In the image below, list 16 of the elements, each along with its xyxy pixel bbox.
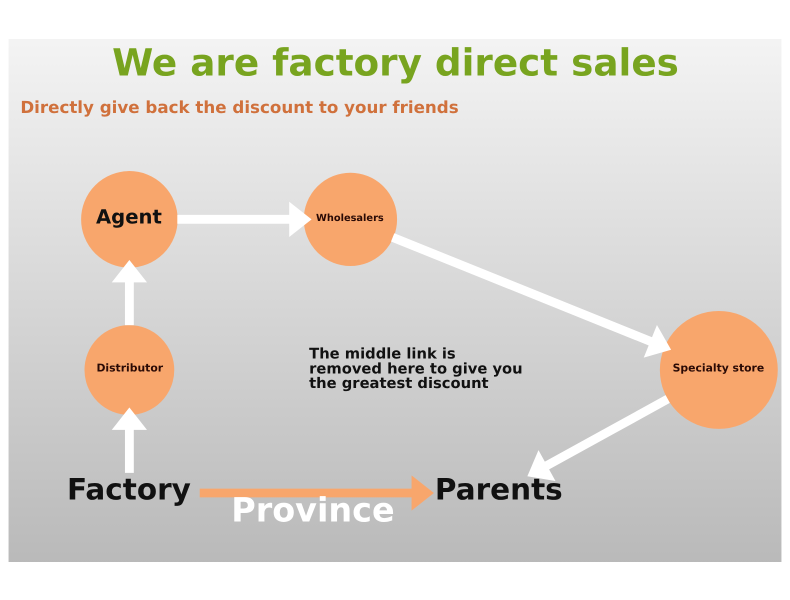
edge-label: Province xyxy=(231,490,395,530)
arrow xyxy=(177,201,312,236)
node-circle: Specialty store xyxy=(660,310,778,428)
node-circle: Wholesalers xyxy=(304,172,398,266)
arrow xyxy=(527,394,670,480)
node-text: Factory xyxy=(67,472,191,506)
node-circle: Agent xyxy=(81,170,178,268)
arrow xyxy=(391,232,672,358)
label: The middle link is removed here to give you the greatest discount xyxy=(309,345,523,392)
arrow xyxy=(112,260,147,325)
label: Directly give back the discount to your friends xyxy=(20,96,459,116)
node-text: Parents xyxy=(434,472,563,506)
node-circle: Distributor xyxy=(84,324,174,414)
arrow xyxy=(112,407,147,472)
diagram-title: We are factory direct sales xyxy=(112,40,679,84)
arrow xyxy=(200,474,434,510)
